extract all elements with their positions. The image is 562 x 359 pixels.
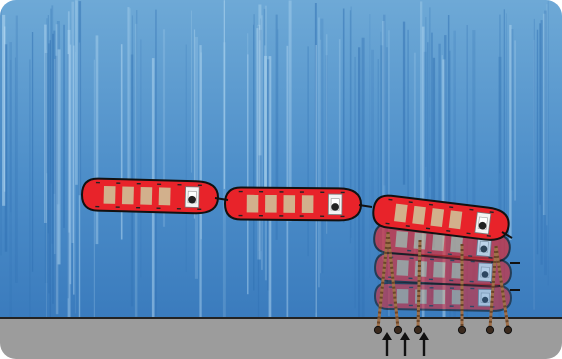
rope-weight	[504, 326, 511, 333]
water-streak	[96, 35, 99, 244]
water-streak	[354, 57, 356, 308]
rope-weight	[458, 326, 465, 333]
water-streak	[48, 43, 49, 293]
pier-deck	[0, 318, 562, 359]
water-streak	[47, 18, 48, 173]
water-streak	[129, 8, 130, 186]
water-streak	[253, 14, 255, 290]
water-streak	[247, 33, 248, 294]
cargo-hatch	[430, 208, 444, 227]
water-streak	[186, 45, 187, 273]
water-streak	[191, 11, 192, 173]
cargo-hatch	[140, 187, 152, 205]
water-streak	[506, 13, 507, 229]
barge-funnel	[331, 203, 339, 211]
water-streak	[136, 10, 137, 207]
water-streak	[403, 22, 405, 185]
water-streak	[75, 0, 78, 185]
rope-weight	[414, 326, 421, 333]
rope-weight	[394, 326, 401, 333]
water-streak	[0, 0, 2, 255]
cargo-hatch	[302, 195, 314, 213]
cargo-hatch	[433, 262, 445, 278]
water-streak	[258, 5, 261, 156]
water-streak	[362, 38, 365, 329]
cargo-hatch	[283, 195, 295, 213]
water-streak	[370, 14, 371, 278]
water-streak	[438, 44, 440, 212]
water-streak	[548, 1, 549, 286]
cargo-hatch	[432, 234, 445, 251]
water-streak	[63, 25, 65, 228]
cargo-hatch	[449, 210, 463, 229]
water-streak	[320, 19, 323, 274]
water-streak	[371, 50, 374, 229]
water-streak	[541, 20, 543, 265]
water-streak	[67, 54, 68, 298]
water-streak	[16, 16, 18, 283]
cargo-hatch	[415, 289, 427, 303]
water-streak	[442, 55, 443, 221]
water-streak	[195, 37, 198, 279]
water-streak	[127, 7, 129, 200]
rope-weight	[374, 326, 381, 333]
water-streak	[339, 39, 341, 212]
cargo-hatch	[396, 260, 408, 276]
water-streak	[515, 40, 516, 200]
rope	[418, 240, 420, 328]
water-streak	[10, 60, 11, 212]
water-streak	[29, 59, 31, 321]
water-streak	[58, 49, 61, 264]
rope-weight	[486, 326, 493, 333]
water-streak	[547, 4, 548, 225]
water-streak	[79, 1, 82, 195]
cargo-hatch	[397, 289, 409, 303]
water-streak	[444, 35, 446, 207]
water-streak	[448, 15, 450, 218]
cargo-hatch	[159, 187, 171, 205]
water-streak	[46, 50, 47, 343]
water-streak	[73, 46, 74, 295]
cargo-hatch	[247, 195, 259, 213]
water-streak	[358, 47, 360, 318]
water-streak	[534, 19, 535, 310]
water-streak	[224, 0, 225, 189]
water-streak	[2, 15, 5, 206]
cargo-hatch	[412, 206, 426, 225]
barge-2	[225, 187, 361, 220]
water-streak	[70, 45, 72, 285]
water-streak	[132, 15, 133, 270]
water-streak	[32, 32, 33, 272]
water-streak	[426, 17, 427, 167]
water-streak	[155, 10, 157, 316]
water-streak	[499, 15, 501, 174]
barge-1	[82, 178, 219, 214]
cargo-hatch	[104, 186, 116, 204]
water-streak	[318, 18, 319, 288]
water-streak	[278, 29, 279, 190]
water-streak	[307, 46, 309, 256]
cargo-hatch	[394, 204, 408, 223]
water-streak	[140, 39, 141, 277]
water-streak	[509, 25, 511, 240]
cargo-hatch	[395, 231, 408, 248]
water-streak	[537, 30, 538, 255]
cargo-hatch	[265, 195, 277, 213]
water-streak	[429, 7, 431, 177]
water-streak	[511, 29, 513, 190]
cargo-hatch	[122, 186, 134, 204]
cargo-hatch	[433, 290, 445, 304]
